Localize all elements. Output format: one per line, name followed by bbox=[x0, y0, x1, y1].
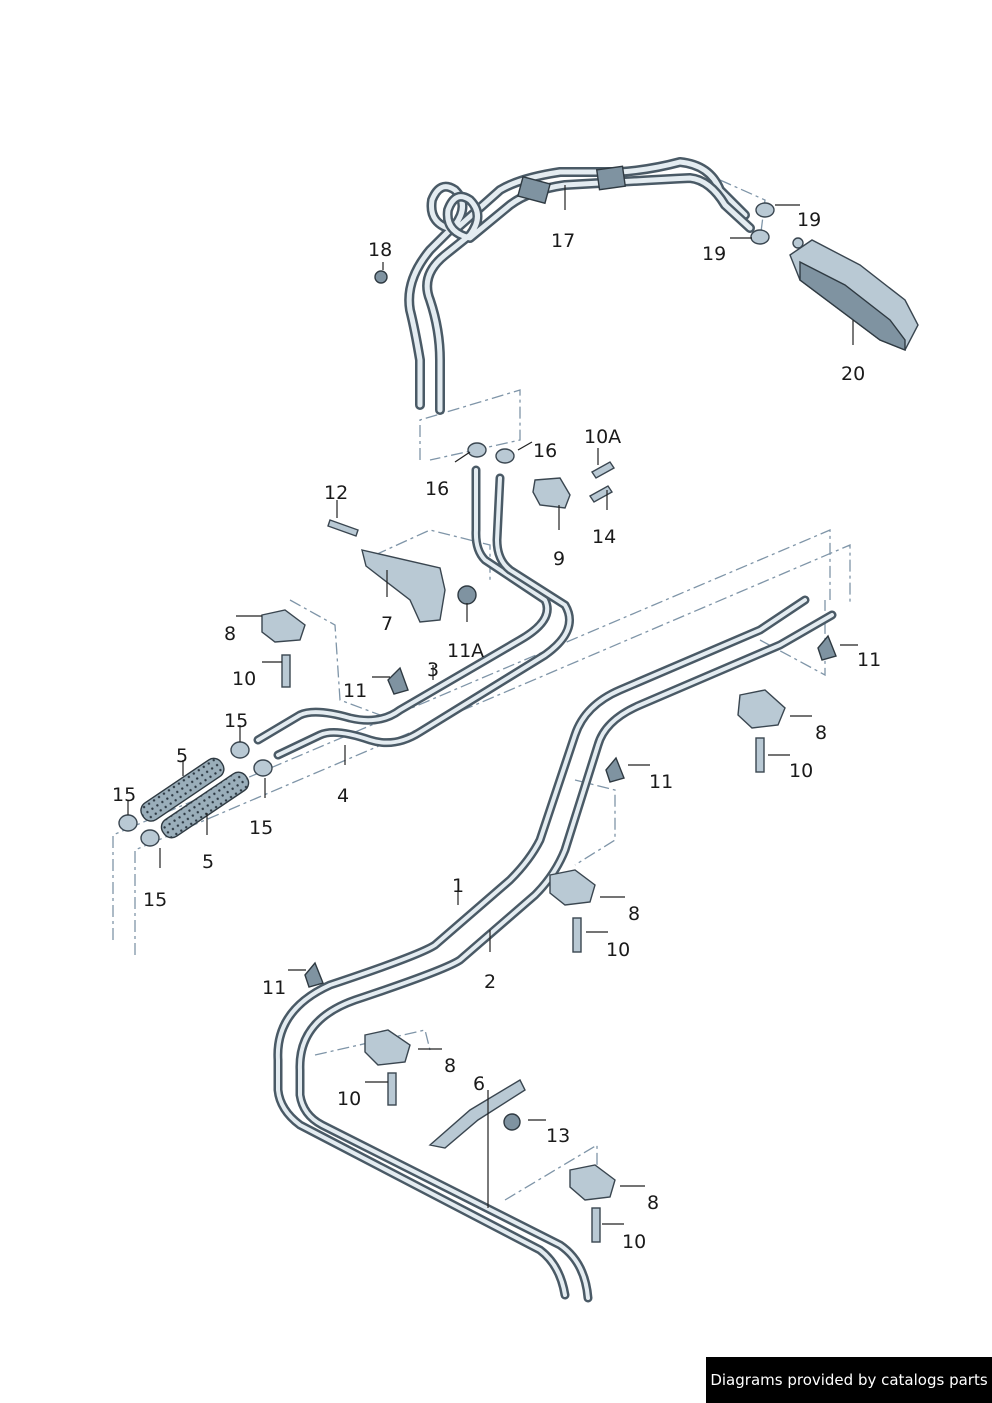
pipe-4 bbox=[273, 473, 574, 760]
callout-8-e: 8 bbox=[647, 1192, 659, 1214]
callout-20: 20 bbox=[841, 363, 865, 385]
callout-7: 7 bbox=[381, 613, 393, 635]
small-parts bbox=[118, 202, 837, 1243]
callout-5-lower: 5 bbox=[202, 851, 214, 873]
callout-10-c: 10 bbox=[606, 939, 630, 961]
callout-14: 14 bbox=[592, 526, 616, 548]
callout-16-a: 16 bbox=[425, 478, 449, 500]
callout-17: 17 bbox=[551, 230, 575, 252]
credit-banner: Diagrams provided by catalogs parts bbox=[706, 1357, 992, 1403]
callout-10-e: 10 bbox=[622, 1231, 646, 1253]
callout-10A: 10A bbox=[584, 426, 621, 448]
callout-11-c: 11 bbox=[649, 771, 673, 793]
callout-labels: 1 2 3 4 5 5 6 7 8 8 8 8 8 9 10 10 10 10 … bbox=[112, 209, 881, 1253]
callout-3: 3 bbox=[427, 659, 439, 681]
callout-11-b: 11 bbox=[857, 649, 881, 671]
callout-8-b: 8 bbox=[815, 722, 827, 744]
callout-18: 18 bbox=[368, 239, 392, 261]
callout-15-d: 15 bbox=[143, 889, 167, 911]
auxiliary-heater-20 bbox=[789, 237, 919, 352]
callout-19-a: 19 bbox=[797, 209, 821, 231]
callout-13: 13 bbox=[546, 1125, 570, 1147]
callout-11-a: 11 bbox=[343, 680, 367, 702]
pipe-1 bbox=[273, 595, 810, 1300]
pipe-3 bbox=[253, 465, 552, 745]
pipe-2 bbox=[295, 610, 837, 1303]
callout-16-b: 16 bbox=[533, 440, 557, 462]
callout-11A: 11A bbox=[447, 640, 484, 662]
callout-4: 4 bbox=[337, 785, 349, 807]
assembly-lines bbox=[112, 179, 851, 1201]
callout-8-c: 8 bbox=[628, 903, 640, 925]
leader-lines bbox=[127, 185, 858, 1225]
callout-9: 9 bbox=[553, 548, 565, 570]
callout-8-a: 8 bbox=[224, 623, 236, 645]
callout-10-a: 10 bbox=[232, 668, 256, 690]
callout-5-upper: 5 bbox=[176, 745, 188, 767]
callout-15-a: 15 bbox=[224, 710, 248, 732]
callout-2: 2 bbox=[484, 971, 496, 993]
callout-1: 1 bbox=[452, 875, 464, 897]
callout-10-d: 10 bbox=[337, 1088, 361, 1110]
callout-15-b: 15 bbox=[249, 817, 273, 839]
callout-8-d: 8 bbox=[444, 1055, 456, 1077]
callout-19-b: 19 bbox=[702, 243, 726, 265]
callout-6: 6 bbox=[473, 1073, 485, 1095]
hose-assembly-17 bbox=[404, 157, 755, 415]
callout-10-b: 10 bbox=[789, 760, 813, 782]
callout-11-d: 11 bbox=[262, 977, 286, 999]
callout-12: 12 bbox=[324, 482, 348, 504]
callout-15-c: 15 bbox=[112, 784, 136, 806]
